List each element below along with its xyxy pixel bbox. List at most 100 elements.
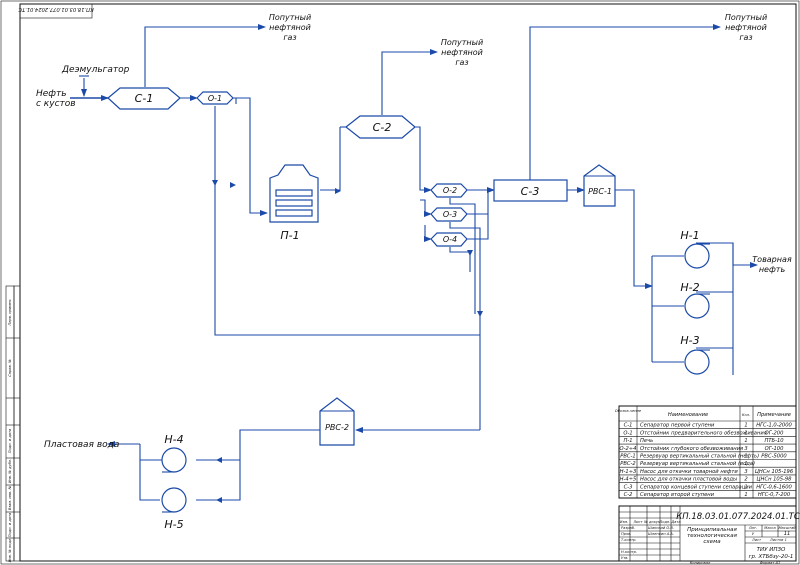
gas2-l2: нефтяной xyxy=(441,48,483,57)
gas3-l2: нефтяной xyxy=(725,23,767,32)
col-sheets: Листов 1 xyxy=(769,538,787,542)
side-label-7: Инв. № подл. xyxy=(8,538,12,563)
spec-cell-r2-c1: О-1 xyxy=(623,430,632,436)
spec-cell-r1-c2: Сепаратор первой ступени xyxy=(640,423,715,429)
spec-cell-r8-c3: 2 xyxy=(744,477,747,483)
spec-cell-r7-c3: 3 xyxy=(744,469,747,475)
gas2-l1: Попутный xyxy=(441,38,483,47)
pump-n5: Н-5 xyxy=(161,487,187,531)
label-p1: П-1 xyxy=(280,229,299,242)
spec-cell-r3-c3: 1 xyxy=(744,438,747,444)
spec-cell-r5-c3: 1 xyxy=(744,454,747,460)
spec-cell-r3-c4: ПТБ-10 xyxy=(764,438,784,444)
settler-o1: О-1 xyxy=(196,91,234,105)
sheet-number: 11 xyxy=(784,531,791,537)
drawing-title-2: технологическая xyxy=(687,533,737,539)
spec-cell-r8-c1: Н-4÷5 xyxy=(620,477,637,483)
label-o3: О-3 xyxy=(443,210,457,219)
spec-cell-r7-c4: ЦНСн 105-196 xyxy=(755,469,794,475)
gas1-l3: газ xyxy=(283,33,296,42)
side-label-2: Справ. № xyxy=(8,359,12,377)
side-label-5: Взам. инв. № xyxy=(8,486,12,511)
separator-c1: С-1 xyxy=(107,87,181,110)
spec-cell-r4-c4: ОГ-100 xyxy=(765,446,784,452)
drawing-code: КП.18.03.01.077.2024.01.ТС xyxy=(676,512,800,522)
stamp-sign: Подп. xyxy=(660,520,671,524)
label-oil-1: Нефть xyxy=(36,89,67,99)
stamp-list: Лист xyxy=(632,520,643,524)
stamp-nkontr: Н.контр. xyxy=(621,550,637,554)
gas2-l3: газ xyxy=(455,58,468,67)
title-block: КП.18.03.01.077.2024.01.ТС Принципиальна… xyxy=(618,505,800,565)
label-o2: О-2 xyxy=(443,186,457,195)
settler-o3: О-3 xyxy=(430,207,468,222)
label-o1: О-1 xyxy=(208,94,222,103)
spec-cell-r8-c2: Насос для откачки пластовой воды xyxy=(640,477,737,483)
spec-cell-r10-c3: 1 xyxy=(744,492,747,498)
label-rvs2: РВС-2 xyxy=(325,423,349,432)
separator-c2: С-2 xyxy=(345,115,416,139)
spec-cell-r9-c1: С-3 xyxy=(624,484,633,490)
label-c2: С-2 xyxy=(373,121,392,134)
spec-cell-r2-c4: ОГ-200 xyxy=(765,430,784,436)
spec-header-name: Наименование xyxy=(668,412,708,418)
side-label-6: Подп. и дата xyxy=(8,513,12,537)
pump-n4: Н-4 xyxy=(161,433,187,473)
pump-n1: Н-1 xyxy=(680,229,710,269)
tank-rvs1: РВС-1 xyxy=(583,164,616,207)
spec-cell-r6-c2: Резервуар вертикальный стальной (вода) xyxy=(640,461,755,467)
kopiroval: Копировал xyxy=(690,561,711,565)
side-label-3: Подп. и дата xyxy=(8,429,12,453)
spec-cell-r9-c2: Сепаратор концевой ступени сепарации xyxy=(640,484,753,490)
spec-cell-r4-c3: 3 xyxy=(744,446,747,452)
stamp-tkontr: Т.контр. xyxy=(621,538,637,542)
settler-o4: О-4 xyxy=(430,232,468,247)
label-oil-2: с кустов xyxy=(36,99,76,109)
stamp-utv: Утв. xyxy=(621,556,629,560)
format: Формат А1 xyxy=(760,561,780,565)
col-lit: Лит. xyxy=(748,526,757,530)
spec-cell-r6-c3: 1 xyxy=(744,461,747,467)
spec-cell-r3-c2: Печь xyxy=(640,438,653,444)
side-label-4: Инв. № дубл. xyxy=(8,459,12,484)
spec-cell-r7-c1: Н-1÷3 xyxy=(620,469,637,475)
spec-cell-r10-c2: Сепаратор второй ступени xyxy=(640,492,715,498)
stamp-name-2: Шленкин А.А. xyxy=(648,532,674,536)
label-n2: Н-2 xyxy=(680,281,699,294)
label-n4: Н-4 xyxy=(164,433,183,446)
spec-cell-r4-c2: Отстойник глубокого обезвоживания xyxy=(640,446,743,452)
process-lines xyxy=(70,24,758,503)
col-mass: Масса xyxy=(764,526,775,530)
spec-cell-r8-c4: ЦНСн 105-98 xyxy=(757,477,793,483)
spec-cell-r1-c1: С-1 xyxy=(624,423,633,429)
label-n1: Н-1 xyxy=(680,229,699,242)
spec-cell-r6-c1: РВС-2 xyxy=(620,461,635,467)
furnace-p1: П-1 xyxy=(269,164,319,242)
label-n3: Н-3 xyxy=(680,334,699,347)
org-line-1: ТИУ ИПЗО xyxy=(757,547,786,553)
spec-header-designation: Обозна-чение xyxy=(615,409,642,413)
drawing-title-1: Принципиальная xyxy=(687,527,737,533)
commercial-l2: нефть xyxy=(759,265,786,274)
commercial-l1: Товарная xyxy=(752,255,792,264)
label-o4: О-4 xyxy=(443,235,457,244)
side-label-1: Перв. примен. xyxy=(8,299,12,326)
org-line-2: гр. ХТБбзу-20-1 xyxy=(749,554,794,560)
label-c1: С-1 xyxy=(135,92,154,105)
stamp-doc: № докум. xyxy=(643,520,662,524)
flow-labels: Деэмульгатор Нефть с кустов Попутный неф… xyxy=(36,13,792,450)
drawing-title-3: схема xyxy=(703,539,721,545)
stamp-name-1: Шанский О.В. xyxy=(648,526,674,530)
spec-cell-r3-c1: П-1 xyxy=(623,438,632,444)
gas3-l3: газ xyxy=(739,33,752,42)
spec-cell-r5-c4: РВС-5000 xyxy=(761,454,787,460)
stamp-date: Дата xyxy=(670,520,680,524)
spec-cell-r7-c2: Насос для откачки товарной нефти xyxy=(640,469,738,475)
spec-header-note: Примечание xyxy=(757,412,791,418)
spec-cell-r2-c3: 1 xyxy=(744,430,747,436)
spec-cell-r1-c3: 1 xyxy=(744,423,747,429)
separator-c3: С-3 xyxy=(493,179,568,202)
label-rvs1: РВС-1 xyxy=(588,187,612,196)
